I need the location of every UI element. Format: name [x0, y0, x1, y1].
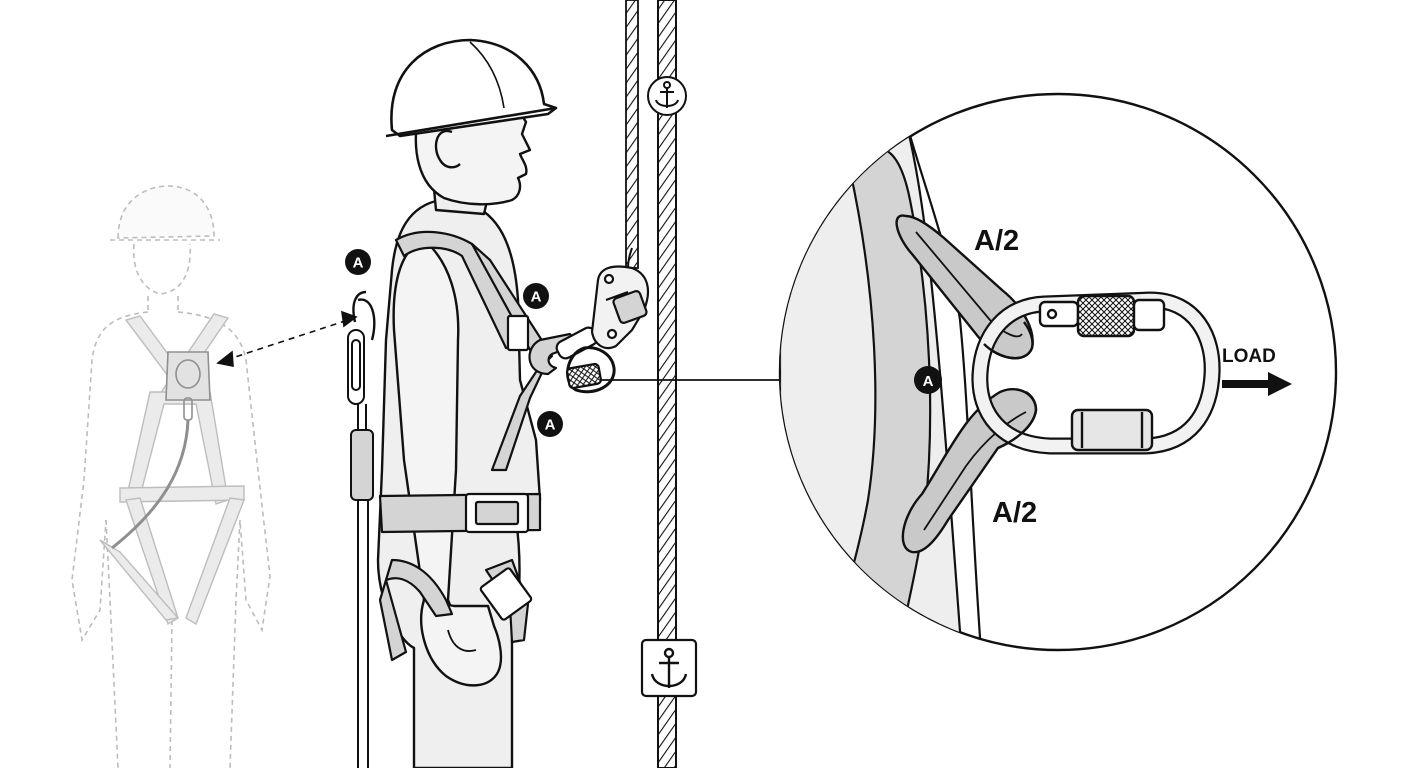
callout-marker: A	[345, 249, 371, 275]
shock-absorber-lanyard	[347, 290, 376, 768]
svg-text:A: A	[545, 417, 556, 434]
detail-magnifier: A A/2 A/2	[778, 92, 1338, 652]
sling-lower-label: A/2	[992, 497, 1037, 529]
vertical-lifeline	[625, 0, 677, 768]
svg-text:A: A	[531, 289, 542, 306]
ghost-worker-rear-view	[71, 185, 271, 768]
ghost-dorsal-d-ring	[111, 351, 211, 550]
svg-text:A: A	[923, 373, 934, 390]
hard-hat	[385, 38, 558, 138]
chest-connector-assembly	[528, 247, 650, 394]
load-label: LOAD	[1222, 346, 1276, 367]
callout-marker: A	[537, 411, 563, 437]
anchor-icon	[640, 638, 698, 698]
screw-gate-carabiner	[971, 291, 1221, 455]
anchor-icon	[647, 76, 687, 116]
full-body-harness	[378, 230, 554, 662]
sling-upper-label: A/2	[974, 225, 1019, 257]
callout-marker: A	[523, 283, 549, 309]
callout-marker: A	[914, 366, 942, 394]
svg-text:A: A	[353, 255, 364, 272]
arrow-right-icon	[1222, 372, 1292, 396]
dorsal-connection-arrow	[216, 310, 358, 367]
